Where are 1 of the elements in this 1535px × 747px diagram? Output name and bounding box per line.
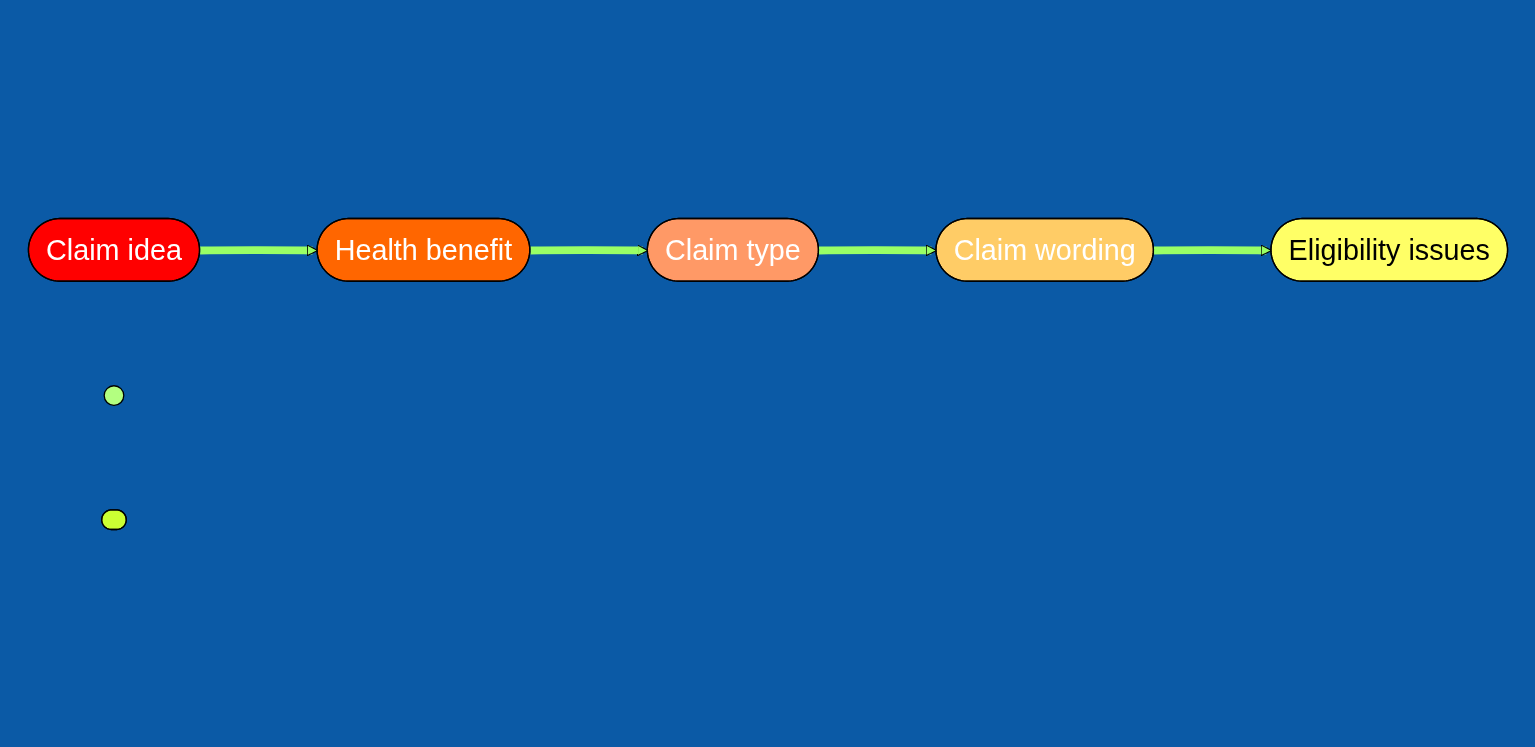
node-circle [103, 384, 124, 406]
